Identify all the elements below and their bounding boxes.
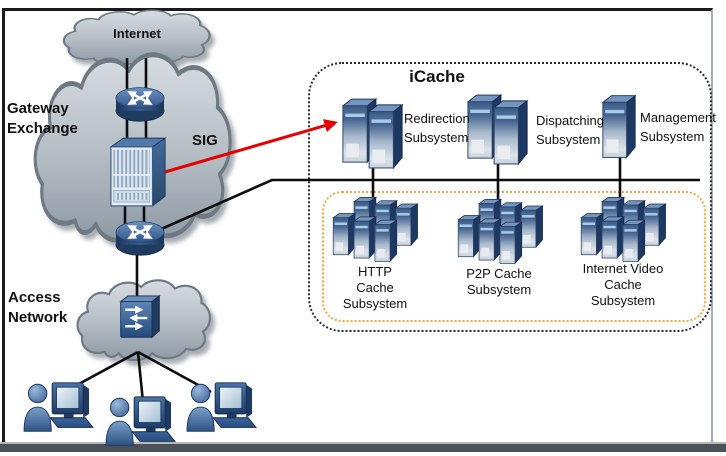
management-server-icon: [602, 95, 636, 158]
http-cache-cluster-icon: [327, 196, 419, 268]
http-cache-subsystem-label: HTTP Cache Subsystem: [342, 264, 408, 311]
icache-boundary-box: [308, 62, 712, 332]
internet-cloud-label: Internet: [113, 26, 161, 41]
user-computer-icon: [105, 396, 176, 446]
video-cache-subsystem-label: Internet Video Cache Subsystem: [582, 261, 664, 308]
cache-subsystems-zone-box: [322, 191, 706, 322]
icache-title: iCache: [409, 67, 465, 86]
p2p-cache-subsystem-label: P2P Cache Subsystem: [466, 266, 532, 297]
figure-border: [2, 8, 713, 445]
access-network-label: Access Network: [8, 289, 68, 326]
management-subsystem-label: Management Subsystem: [640, 110, 716, 144]
lan-switch-icon: [117, 294, 163, 342]
sig-redirect-arrow: [157, 119, 338, 176]
figure-bottom-border: [0, 442, 726, 452]
dispatching-servers-icon: [467, 94, 528, 165]
dispatching-subsystem-label: Dispatching Subsystem: [536, 113, 604, 147]
router-icon: [108, 78, 172, 126]
sig-label: SIG: [192, 132, 218, 149]
user-computer-icon: [186, 382, 257, 432]
p2p-cache-cluster-icon: [452, 198, 544, 270]
sig-chassis-icon: [110, 137, 166, 207]
redirection-servers-icon: [342, 98, 403, 169]
user-computer-icon: [23, 382, 94, 432]
router-icon: [108, 212, 172, 260]
gateway-exchange-label: Gateway Exchange: [7, 100, 78, 137]
redirection-subsystem-label: Redirection Subsystem: [404, 111, 470, 145]
video-cache-cluster-icon: [575, 196, 667, 268]
